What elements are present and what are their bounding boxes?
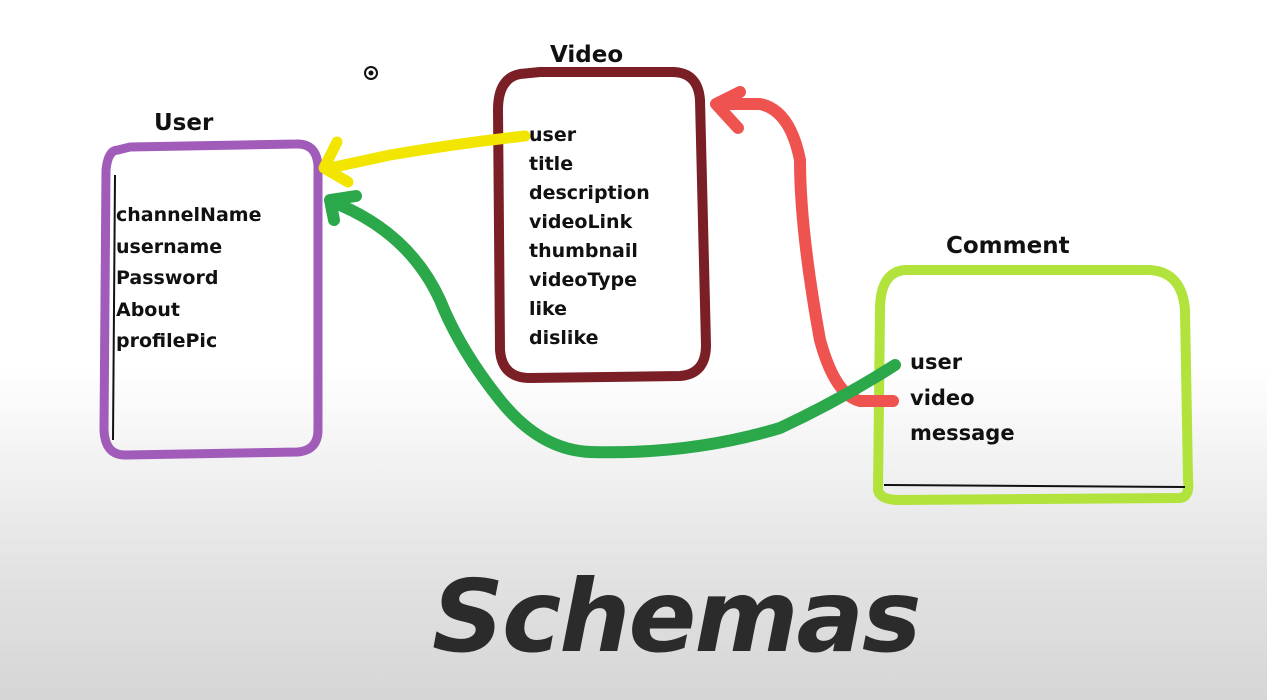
comment-video-relation-arrow bbox=[710, 86, 899, 407]
comment-field: message bbox=[910, 421, 1015, 445]
video-field: videoLink bbox=[529, 211, 633, 233]
cursor-crosshair-icon bbox=[364, 66, 378, 80]
video-field: like bbox=[529, 298, 568, 320]
comment-field: user bbox=[910, 350, 963, 374]
video-field: title bbox=[529, 153, 574, 175]
video-entity-box bbox=[493, 67, 711, 383]
video-field: thumbnail bbox=[529, 240, 638, 262]
user-entity-box bbox=[99, 139, 323, 460]
video-entity-title: Video bbox=[550, 42, 624, 68]
user-field: profilePic bbox=[116, 330, 218, 352]
video-field: description bbox=[529, 182, 650, 204]
comment-user-relation-arrow bbox=[324, 190, 901, 459]
schemas-caption: Schemas bbox=[432, 558, 922, 675]
user-field: channelName bbox=[116, 204, 262, 226]
user-field-list: channelName username Password About prof… bbox=[116, 206, 261, 364]
user-entity-title: User bbox=[154, 110, 214, 136]
comment-field-list: user video message bbox=[910, 352, 1015, 459]
comment-entity-title: Comment bbox=[946, 233, 1070, 259]
user-field: About bbox=[116, 298, 180, 321]
video-user-relation-arrow bbox=[318, 130, 531, 188]
video-field: videoType bbox=[529, 269, 638, 291]
comment-field: video bbox=[910, 385, 975, 410]
user-field: username bbox=[116, 235, 223, 258]
video-field: dislike bbox=[529, 327, 599, 349]
video-field: user bbox=[529, 124, 577, 146]
comment-entity-box bbox=[873, 265, 1194, 505]
video-field-list: user title description videoLink thumbna… bbox=[529, 126, 650, 358]
user-field: Password bbox=[116, 267, 219, 289]
